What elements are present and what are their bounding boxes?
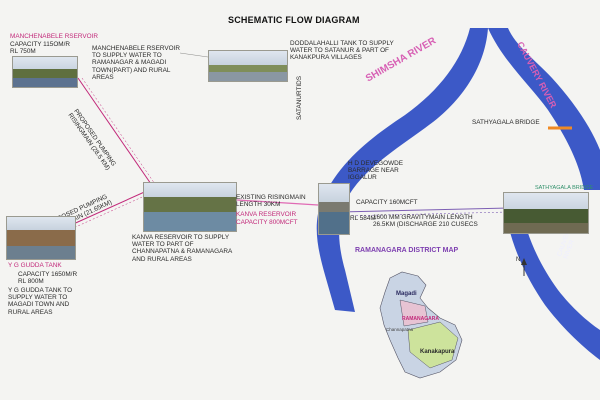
gravitymain-label: 1600 MM GRAVITYMAIN LENGTH 26.5KM (DISCH… <box>373 214 478 229</box>
sathyagala-photo-label: SATHYAGALA BRIDGE <box>535 185 594 191</box>
kanva-description: KANVA RESERVOIR TO SUPPLY WATER TO PART … <box>132 234 233 263</box>
ygudda-name: Y G GUDDA TANK <box>8 262 62 269</box>
sathyagala-label: SATHYAGALA BRIDGE <box>472 119 540 126</box>
north-label: N <box>516 257 521 263</box>
kanva-name: KANVA RESERVOIR <box>236 211 297 218</box>
manchenabele-capacity: CAPACITY 115OM/R RL 750M <box>10 41 71 56</box>
pipeline-manchenabele-kanva <box>77 77 163 201</box>
manchenabele-name: MANCHENABELE RSERVOIR <box>10 33 98 40</box>
kanva-photo <box>143 182 237 232</box>
barrage-photo <box>318 183 350 235</box>
ygudda-capacity: CAPACITY 1650M/R RL 800M <box>18 271 78 286</box>
doddalahalli-description: DODDALAHALLI TANK TO SUPPLY WATER TO SAT… <box>290 40 394 62</box>
barrage-rl: RL 584M <box>350 215 376 222</box>
map-magadi: Magadi <box>396 291 417 297</box>
satanur-label: SATANURTIDS <box>296 75 303 120</box>
gravitymain-line <box>339 207 511 213</box>
map-channapatna: Channapatna <box>386 326 414 332</box>
district-map-shape <box>379 271 463 379</box>
kanva-capacity: CAPACITY 800MCft <box>236 219 298 226</box>
cauvery-river-lower-shape <box>505 205 600 360</box>
ygudda-photo <box>6 216 76 260</box>
kanva-existing-risingmain: EXISTING RISINGMAIN LENGTH 30KM <box>236 194 306 209</box>
map-ramanagara: RAMANAGARA <box>402 316 439 322</box>
diagram-title: SCHEMATIC FLOW DIAGRAM <box>228 15 360 25</box>
manchenabele-description: MANCHENABELE RSERVOIR TO SUPPLY WATER TO… <box>92 45 180 81</box>
manchenabele-photo <box>12 56 78 88</box>
district-map-title: RAMANAGARA DISTRICT MAP <box>355 247 459 254</box>
sathyagala-photo <box>503 192 589 234</box>
barrage-description: H D DEVEGOWDE BARRAGE NEAR IGGALUR <box>348 160 404 182</box>
map-kanakapura: Kanakapura <box>420 349 455 355</box>
ygudda-description: Y G GUDDA TANK TO SUPPLY WATER TO MAGADI… <box>8 287 73 316</box>
cauvery-river-upper-shape <box>488 28 600 190</box>
shimsha-river-shape <box>316 28 488 312</box>
barrage-capacity: CAPACITY 160MCft <box>356 199 418 206</box>
doddalahalli-photo <box>208 50 288 82</box>
